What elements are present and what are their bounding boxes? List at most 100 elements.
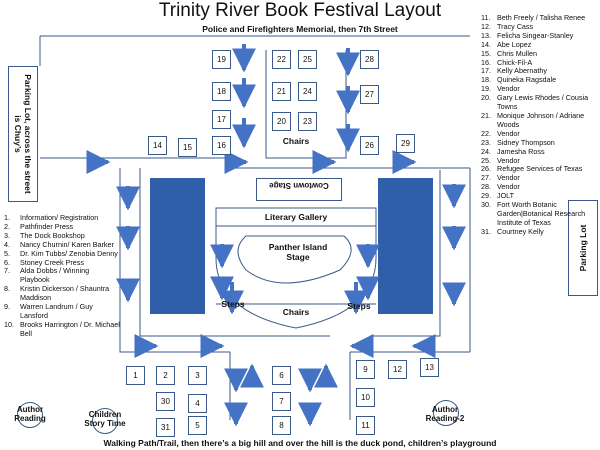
legend-item-number: 17. [481, 66, 491, 76]
booth-6[interactable]: 6 [272, 366, 291, 385]
booth-13[interactable]: 13 [420, 358, 439, 377]
legend-item: 14.Abe Lopez [481, 39, 599, 50]
parking-lot-right: Parking Lot [568, 200, 598, 296]
booth-3[interactable]: 3 [188, 366, 207, 385]
steps-left-label: Steps [221, 299, 245, 309]
booth-17[interactable]: 17 [212, 110, 231, 129]
legend-item: 5.Dr. Kim Tubbs/ Zenobia Denny [4, 248, 120, 259]
legend-item: 29.JOLT [481, 191, 599, 201]
legend-item: 9. Warren Landrum / Guy Lansford [4, 302, 120, 321]
legend-item-number: 8. [4, 284, 10, 294]
legend-item-text: Kristin Dickerson / Shauntra Maddison [20, 284, 110, 303]
legend-item-number: 15. [481, 48, 491, 58]
booth-4[interactable]: 4 [188, 394, 207, 413]
booth-26[interactable]: 26 [360, 136, 379, 155]
legend-item-text: Brooks Harrington / Dr. Michael Bell [20, 319, 120, 338]
legend-item-number: 23. [481, 137, 491, 147]
legend-item-text: Tracy Cass [497, 21, 534, 31]
booth-10[interactable]: 10 [356, 388, 375, 407]
legend-item-text: Vendor [497, 182, 520, 192]
map-title: Trinity River Book Festival Layout [158, 0, 442, 21]
booth-30[interactable]: 30 [156, 392, 175, 411]
legend-item-text: Vendor [497, 173, 520, 183]
legend-item: 18. Quineka Ragsdale [481, 75, 599, 85]
legend-item: 16.Chick-Fil-A [481, 57, 599, 68]
legend-item-number: 2. [4, 221, 10, 231]
author-reading-2-circle [433, 400, 459, 426]
booth-31[interactable]: 31 [156, 418, 175, 437]
legend-item: 30.Fort Worth Botanic Garden|Botanical R… [481, 200, 599, 228]
legend-item: 22.Vendor [481, 129, 599, 139]
booth-21[interactable]: 21 [272, 82, 291, 101]
legend-item-number: 9. [4, 302, 10, 312]
top-street-label: Police and Firefighters Memorial, then 7… [202, 24, 398, 34]
booth-15[interactable]: 15 [178, 138, 197, 157]
legend-item-text: Jamesha Ross [497, 146, 545, 156]
booth-18[interactable]: 18 [212, 82, 231, 101]
legend-item-number: 18. [481, 75, 491, 85]
booth-29[interactable]: 29 [396, 134, 415, 153]
legend-item: 10.Brooks Harrington / Dr. Michael Bell [4, 319, 120, 339]
legend-item-number: 25. [481, 155, 491, 165]
steps-right-label: Steps [347, 301, 371, 311]
legend-item: 3. The Dock Bookshop [4, 230, 120, 241]
legend-item-number: 24. [481, 146, 491, 156]
booth-5[interactable]: 5 [188, 416, 207, 435]
booth-27[interactable]: 27 [360, 85, 379, 104]
legend-item-number: 28. [481, 182, 491, 192]
legend-item-number: 5. [4, 248, 10, 258]
legend-item-text: JOLT [497, 191, 515, 201]
legend-item: 31.Courtney Kelly [481, 226, 599, 237]
legend-item-number: 14. [481, 39, 491, 49]
legend-item: 20.Gary Lewis Rhodes / Cousia Towns [481, 93, 599, 112]
booth-7[interactable]: 7 [272, 392, 291, 411]
legend-item-number: 6. [4, 257, 10, 267]
legend-item-text: Monique Johnson / Adriane Woods [497, 110, 585, 129]
legend-item-text: The Dock Bookshop [20, 230, 85, 240]
booth-22[interactable]: 22 [272, 50, 291, 69]
booth-9[interactable]: 9 [356, 360, 375, 379]
booth-19[interactable]: 19 [212, 50, 231, 69]
legend-item-text: Courtney Kelly [497, 226, 544, 236]
legend-item-number: 11. [481, 13, 491, 22]
booth-1[interactable]: 1 [126, 366, 145, 385]
bottom-path-label: Walking Path/Trail, then there’s a big h… [103, 438, 497, 448]
legend-item-number: 3. [4, 230, 10, 240]
legend-item: 25.Vendor [481, 155, 599, 166]
legend-item: 6.Stoney Creek Press [4, 257, 120, 268]
legend-item-number: 1. [4, 213, 10, 222]
legend-item-text: Chick-Fil-A [497, 57, 533, 67]
legend-item-text: Quineka Ragsdale [497, 75, 557, 85]
legend-item-text: Felicha Singear-Stanley [497, 30, 574, 40]
booth-12[interactable]: 12 [388, 360, 407, 379]
author-reading-circle [17, 402, 43, 428]
legend-item: 4.Nancy Churnin/ Karen Barker [4, 240, 120, 250]
booth-24[interactable]: 24 [298, 82, 317, 101]
booth-20[interactable]: 20 [272, 112, 291, 131]
legend-item: 27.Vendor [481, 173, 599, 183]
booth-14[interactable]: 14 [148, 136, 167, 155]
legend-item-number: 13. [481, 30, 491, 40]
legend-item: 26.Refugee Services of Texas [481, 165, 599, 174]
legend-item: 15. Chris Mullen [481, 48, 599, 59]
booth-23[interactable]: 23 [298, 112, 317, 131]
legend-item: 23.Sidney Thompson [481, 137, 599, 148]
legend-item-number: 20. [481, 93, 491, 103]
legend-item-text: Chris Mullen [497, 48, 537, 58]
booth-16[interactable]: 16 [212, 136, 231, 155]
legend-item: 2.Pathfinder Press [4, 221, 120, 232]
legend-item-text: Warren Landrum / Guy Lansford [20, 302, 93, 320]
legend-item-text: Refugee Services of Texas [497, 164, 583, 174]
literary-gallery-label: Literary Gallery [264, 212, 328, 222]
booth-11[interactable]: 11 [356, 416, 375, 435]
legend-item: 24. Jamesha Ross [481, 146, 599, 157]
booth-8[interactable]: 8 [272, 416, 291, 435]
cowtown-stage: Cowtown Stage [256, 178, 342, 201]
legend-item: 8. Kristin Dickerson / Shauntra Maddison [4, 284, 120, 303]
booth-2[interactable]: 2 [156, 366, 175, 385]
booth-28[interactable]: 28 [360, 50, 379, 69]
booth-25[interactable]: 25 [298, 50, 317, 69]
legend-item-text: Beth Freely / Talisha Renee [497, 13, 586, 22]
